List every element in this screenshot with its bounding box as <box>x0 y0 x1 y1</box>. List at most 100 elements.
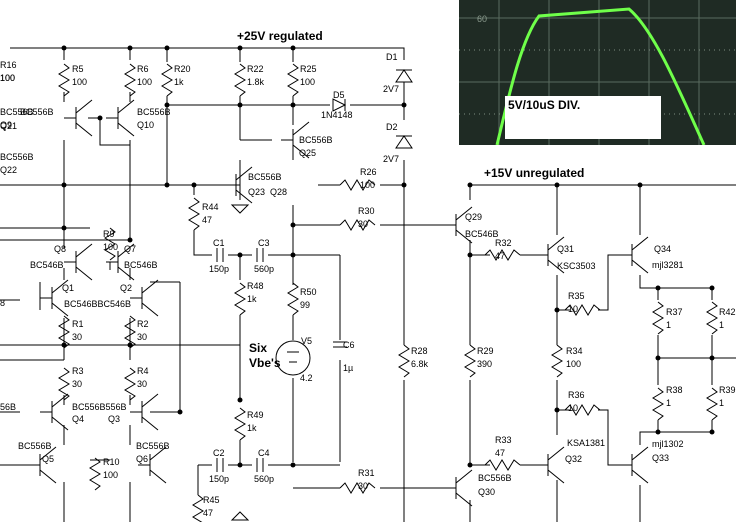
resistor-r45-ref: R45 <box>203 495 220 505</box>
resistor-r20-symbol <box>161 63 173 97</box>
transistor-q30-ref: Q30 <box>478 487 495 497</box>
resistor-r26-symbol <box>339 179 376 191</box>
resistor-r10-symbol <box>89 457 101 491</box>
resistor-r50-value: 99 <box>300 300 310 310</box>
transistor-q29-ref: Q29 <box>465 212 482 222</box>
capacitor-c4-value: 560p <box>254 474 274 484</box>
diode-d2-value: 2V7 <box>383 154 399 164</box>
transistor-q10-symbol <box>106 99 135 137</box>
resistor-r39-symbol <box>706 387 718 421</box>
transistor-q6-type: BC556B <box>136 441 170 451</box>
resistor-r2-value: 30 <box>137 332 147 342</box>
resistor-r3-symbol <box>58 367 70 401</box>
resistor-r5-symbol <box>58 63 70 97</box>
resistor-r30-ref: R30 <box>358 206 375 216</box>
resistor-r1-symbol <box>58 315 70 349</box>
resistor-r49-symbol <box>234 407 246 441</box>
resistor-r4-symbol <box>124 367 136 401</box>
capacitor-c3-value: 560p <box>254 264 274 274</box>
left-edge-8: 8 <box>0 298 5 308</box>
resistor-r1-value: 30 <box>72 332 82 342</box>
q9-prefix-label: BC556B <box>20 107 54 117</box>
resistor-r22-value: 1.8k <box>247 77 265 87</box>
six-label: Six <box>249 341 267 355</box>
resistor-r6-ref: R6 <box>137 64 149 74</box>
resistor-r28-symbol <box>398 344 410 378</box>
vbes-label: Vbe's <box>249 356 281 370</box>
resistor-r5-ref: R5 <box>72 64 84 74</box>
resistor-r29-value: 390 <box>477 359 492 369</box>
transistor-q25-ref: Q25 <box>299 148 316 158</box>
resistor-r29-symbol <box>464 344 476 378</box>
rail-25v-label: +25V regulated <box>237 29 323 43</box>
resistor-r39-ref: R39 <box>719 385 736 395</box>
transistor-q31-ref: Q31 <box>557 244 574 254</box>
transistor-q23-ref: Q23 <box>248 187 265 197</box>
resistor-r34-symbol <box>551 344 563 378</box>
resistor-r2-ref: R2 <box>137 319 149 329</box>
transistor-q8-ref: Q8 <box>54 244 66 254</box>
resistor-r34-value: 100 <box>566 359 581 369</box>
transistor-q5-ref: Q5 <box>42 454 54 464</box>
resistor-r36-symbol <box>564 404 601 416</box>
transistor-q2-symbol <box>130 279 159 317</box>
resistor-r31-value: 30 <box>358 481 368 491</box>
transistor-q34-ref: Q34 <box>654 244 671 254</box>
transistor-q8-symbol <box>64 243 93 281</box>
resistor-r9-value: 100 <box>103 242 118 252</box>
left-edge-56b: 56B <box>0 402 16 412</box>
resistor-r36-ref: R36 <box>568 390 585 400</box>
resistor-r25-value: 100 <box>300 77 315 87</box>
capacitor-c1-value: 150p <box>209 264 229 274</box>
resistor-r22-ref: R22 <box>247 64 264 74</box>
resistor-r4-ref: R4 <box>137 366 149 376</box>
resistor-r26-value: 100 <box>360 180 375 190</box>
resistor-r35-value: 10 <box>568 304 578 314</box>
resistor-r28-value: 6.8k <box>411 359 429 369</box>
resistor-r10-value: 100 <box>103 470 118 480</box>
transistor-q9-symbol <box>64 99 93 137</box>
resistor-r48-symbol <box>234 282 246 316</box>
transistor-q1-symbol <box>40 279 69 317</box>
capacitor-c3-symbol <box>256 248 264 262</box>
resistor-r38-ref: R38 <box>666 385 683 395</box>
transistor-q1-ref: Q1 <box>62 283 74 293</box>
resistor-r34-ref: R34 <box>566 346 583 356</box>
transistor-q28-ref: Q28 <box>270 187 287 197</box>
resistor-r20-ref: R20 <box>174 64 191 74</box>
resistor-r38-value: 1 <box>666 398 671 408</box>
transistor-q9-ref: Q9 <box>0 120 12 130</box>
resistor-r33-value: 47 <box>495 448 505 458</box>
capacitor-c6-value: 1µ <box>343 363 353 373</box>
resistor-r33-symbol <box>484 459 521 471</box>
resistor-r49-ref: R49 <box>247 410 264 420</box>
transistor-q25-symbol <box>281 121 310 159</box>
resistor-r25-symbol <box>287 63 299 97</box>
resistor-r16-value: 100 <box>0 73 15 83</box>
capacitor-c2-value: 150p <box>209 474 229 484</box>
diode-d2-ref: D2 <box>386 122 398 132</box>
wires <box>0 47 736 522</box>
diode-d1-ref: D1 <box>386 52 398 62</box>
transistor-q23-type: BC556B <box>248 172 282 182</box>
resistor-r37-symbol <box>652 301 664 335</box>
transistor-q29-type: BC546B <box>465 229 499 239</box>
diode-symbols <box>332 69 413 149</box>
source-v5-value: 4.2 <box>300 373 313 383</box>
resistor-r45-value: 47 <box>203 508 213 518</box>
resistor-r25-ref: R25 <box>300 64 317 74</box>
diode-d5-value: 1N4148 <box>321 110 353 120</box>
resistor-r35-symbol <box>564 304 601 316</box>
resistor-r50-symbol <box>287 282 299 316</box>
transistor-q10-type: BC556B <box>137 107 171 117</box>
resistor-r44-value: 47 <box>202 215 212 225</box>
transistor-q8-type: BC546B <box>30 260 64 270</box>
transistor-q34-symbol <box>620 236 649 274</box>
resistor-r37-value: 1 <box>666 320 671 330</box>
resistor-r32-symbol <box>484 249 521 261</box>
capacitor-c2-symbol <box>216 458 224 472</box>
resistor-r45-symbol <box>192 494 204 522</box>
transistor-q4-ref: Q4 <box>72 414 84 424</box>
resistor-r9-ref: R9 <box>103 229 115 239</box>
